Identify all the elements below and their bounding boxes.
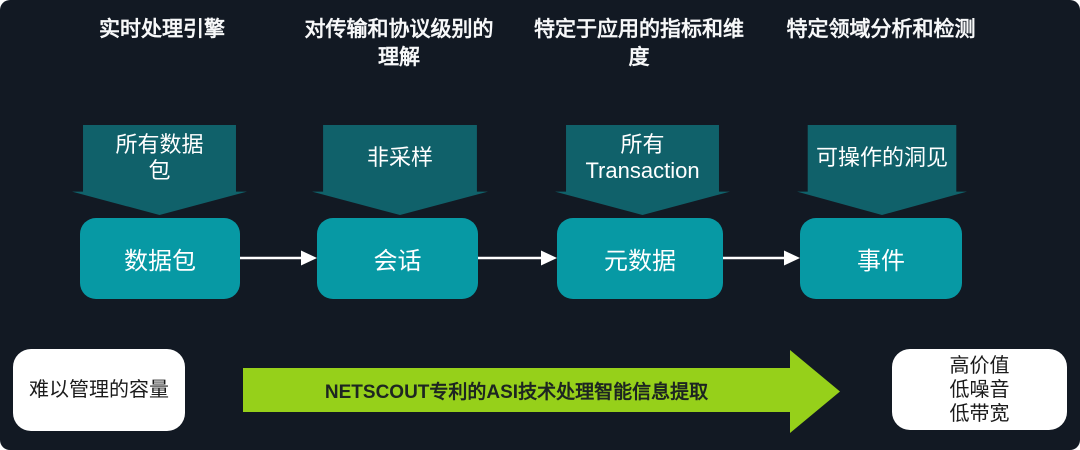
down-arrow-callout-transactions: 所有 Transaction bbox=[555, 125, 730, 215]
output-value-card: 高价值 低噪音 低带宽 bbox=[892, 349, 1067, 430]
callout-label: 可操作的洞见 bbox=[815, 145, 948, 170]
down-arrow-callout-packets: 所有数据 包 bbox=[72, 125, 247, 215]
down-arrow-callout-unsampled: 非采样 bbox=[312, 125, 488, 215]
column-header-realtime-engine: 实时处理引擎 bbox=[99, 18, 225, 41]
stage-label: 事件 bbox=[857, 248, 905, 275]
right-arrow-icon bbox=[478, 250, 557, 266]
input-volume-card: 难以管理的容量 bbox=[13, 349, 185, 431]
stage-label: 数据包 bbox=[124, 248, 196, 275]
down-arrow-callout-insights: 可操作的洞见 bbox=[797, 125, 967, 215]
callout-label: 非采样 bbox=[366, 145, 433, 170]
stage-box-metadata: 元数据 bbox=[557, 218, 723, 299]
asi-process-label: NETSCOUT专利的ASI技术处理智能信息提取 bbox=[324, 381, 709, 403]
callout-label: 所有 Transaction bbox=[585, 132, 700, 183]
stage-label: 会话 bbox=[373, 248, 422, 275]
stage-label: 元数据 bbox=[604, 248, 676, 275]
right-arrow-icon bbox=[240, 250, 317, 266]
column-header-app-metrics: 特定于应用的指标和维 度 bbox=[534, 18, 744, 69]
callout-label: 所有数据 包 bbox=[115, 132, 204, 183]
stage-box-sessions: 会话 bbox=[317, 218, 478, 299]
stage-box-packets: 数据包 bbox=[80, 218, 240, 299]
column-header-transport-protocol: 对传输和协议级别的 理解 bbox=[304, 18, 494, 69]
input-volume-label: 难以管理的容量 bbox=[29, 379, 169, 401]
column-header-domain-analysis: 特定领域分析和检测 bbox=[786, 18, 976, 41]
green-right-arrow-icon bbox=[243, 350, 840, 433]
output-value-label: 高价值 低噪音 低带宽 bbox=[949, 354, 1010, 425]
stage-box-events: 事件 bbox=[800, 218, 962, 299]
asi-process-arrow: NETSCOUT专利的ASI技术处理智能信息提取 bbox=[243, 350, 843, 433]
right-arrow-icon bbox=[723, 250, 800, 266]
